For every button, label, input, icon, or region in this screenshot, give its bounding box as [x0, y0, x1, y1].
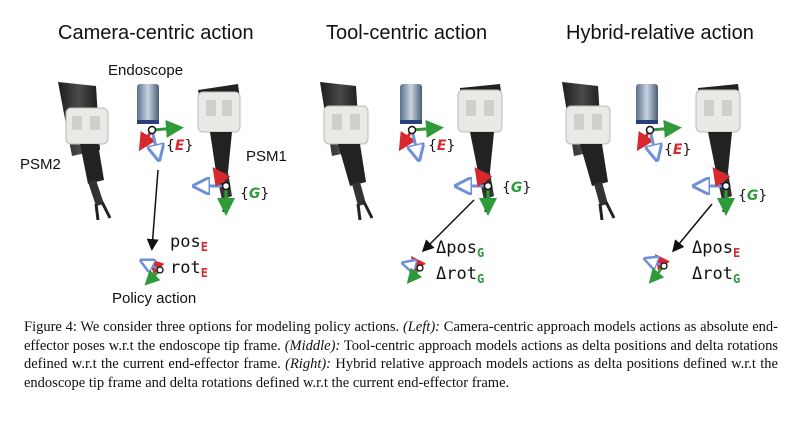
frame-e-axes [138, 119, 184, 157]
frame-g-axes-right [698, 167, 735, 216]
right-panel-graphic [562, 82, 741, 284]
brace-close: } [446, 138, 456, 154]
eq-right-rot: Δrot [692, 264, 733, 284]
caption-text-2: Camera-centric approach models actions a… [24, 319, 778, 354]
eq-middle-pos-sub: G [476, 246, 485, 260]
brace-close: } [682, 142, 692, 158]
eq-right-rot-sub: G [732, 272, 741, 286]
right-policy-frame [648, 254, 670, 284]
brace-close: } [260, 186, 270, 202]
caption-middle-tag: (Middle): [284, 337, 341, 354]
eq-left-pos-sub: E [200, 240, 208, 254]
left-action-equation: posE rotE [170, 232, 208, 284]
brace-open: { [738, 188, 747, 204]
endoscope-image-middle [400, 84, 422, 124]
caption-right-tag: (Right): [285, 356, 332, 372]
endoscope-label: Endoscope [108, 62, 184, 79]
psm1-instrument-image-middle [457, 84, 503, 212]
psm1-instrument-image-right [695, 84, 741, 212]
brace-open: { [502, 180, 511, 196]
left-action-arrow [146, 169, 159, 251]
frame-e-axes-right [636, 119, 682, 157]
right-action-equation: ΔposE ΔrotG [692, 238, 740, 290]
eq-middle-rot: Δrot [436, 264, 477, 284]
frame-g-axes-middle [460, 167, 497, 216]
eq-right-pos: Δpos [692, 238, 733, 258]
middle-action-equation: ΔposG ΔrotG [436, 238, 484, 290]
brace-open: { [166, 138, 175, 154]
frame-e-letter: E [436, 138, 447, 154]
caption-left-tag: (Left): [402, 319, 440, 335]
psm1-label: PSM1 [246, 148, 287, 165]
frame-g-letter: G [248, 186, 261, 202]
frame-g-label-right: {G} [738, 188, 767, 204]
eq-left-rot-sub: E [200, 266, 208, 280]
right-action-arrow [672, 203, 713, 253]
psm2-instrument-image-middle [320, 82, 374, 221]
panel-title-camera-centric: Camera-centric action [58, 22, 254, 44]
middle-policy-frame [406, 256, 426, 284]
caption-text-4: Hybrid relative approach models actions … [24, 356, 778, 391]
frame-e-label-right: {E} [664, 142, 691, 158]
brace-close: } [184, 138, 194, 154]
frame-g-label: {G} [240, 186, 269, 202]
frame-g-axes [198, 167, 235, 216]
frame-g-letter: G [746, 188, 759, 204]
caption-text-1: We consider three options for modeling p… [76, 319, 403, 335]
frame-e-letter: E [672, 142, 683, 158]
figure-caption: Figure 4: We consider three options for … [24, 318, 778, 392]
figure-illustration [58, 82, 741, 286]
endoscope-image-right [636, 84, 658, 124]
brace-close: } [522, 180, 532, 196]
eq-middle-rot-sub: G [476, 272, 485, 286]
eq-right-pos-sub: E [732, 246, 741, 260]
panel-title-hybrid-relative: Hybrid-relative action [566, 22, 754, 44]
frame-g-letter: G [510, 180, 523, 196]
psm1-instrument-image [197, 84, 241, 212]
caption-text-3: Tool-centric approach models actions as … [24, 337, 778, 373]
left-policy-frame [144, 258, 165, 286]
frame-e-label-middle: {E} [428, 138, 455, 154]
psm2-instrument-image-right [562, 82, 616, 221]
eq-left-pos: pos [170, 232, 201, 252]
brace-close: } [758, 188, 768, 204]
frame-e-letter: E [174, 138, 185, 154]
frame-e-axes-middle [398, 119, 444, 157]
frame-e-label: {E} [166, 138, 193, 154]
frame-g-label-middle: {G} [502, 180, 531, 196]
brace-open: { [428, 138, 437, 154]
psm2-instrument-image [58, 82, 112, 221]
brace-open: { [664, 142, 673, 158]
figure: Camera-centric action Tool-centric actio… [20, 22, 767, 307]
middle-action-arrow [421, 199, 475, 253]
panel-title-tool-centric: Tool-centric action [326, 22, 488, 44]
policy-action-label: Policy action [112, 290, 197, 307]
brace-open: { [240, 186, 249, 202]
caption-prefix: Figure 4: [24, 319, 77, 335]
eq-left-rot: rot [170, 258, 201, 278]
psm2-label: PSM2 [20, 156, 61, 173]
left-panel-graphic [58, 82, 241, 286]
eq-middle-pos: Δpos [436, 238, 477, 258]
middle-panel-graphic [320, 82, 503, 284]
endoscope-image [137, 84, 159, 124]
